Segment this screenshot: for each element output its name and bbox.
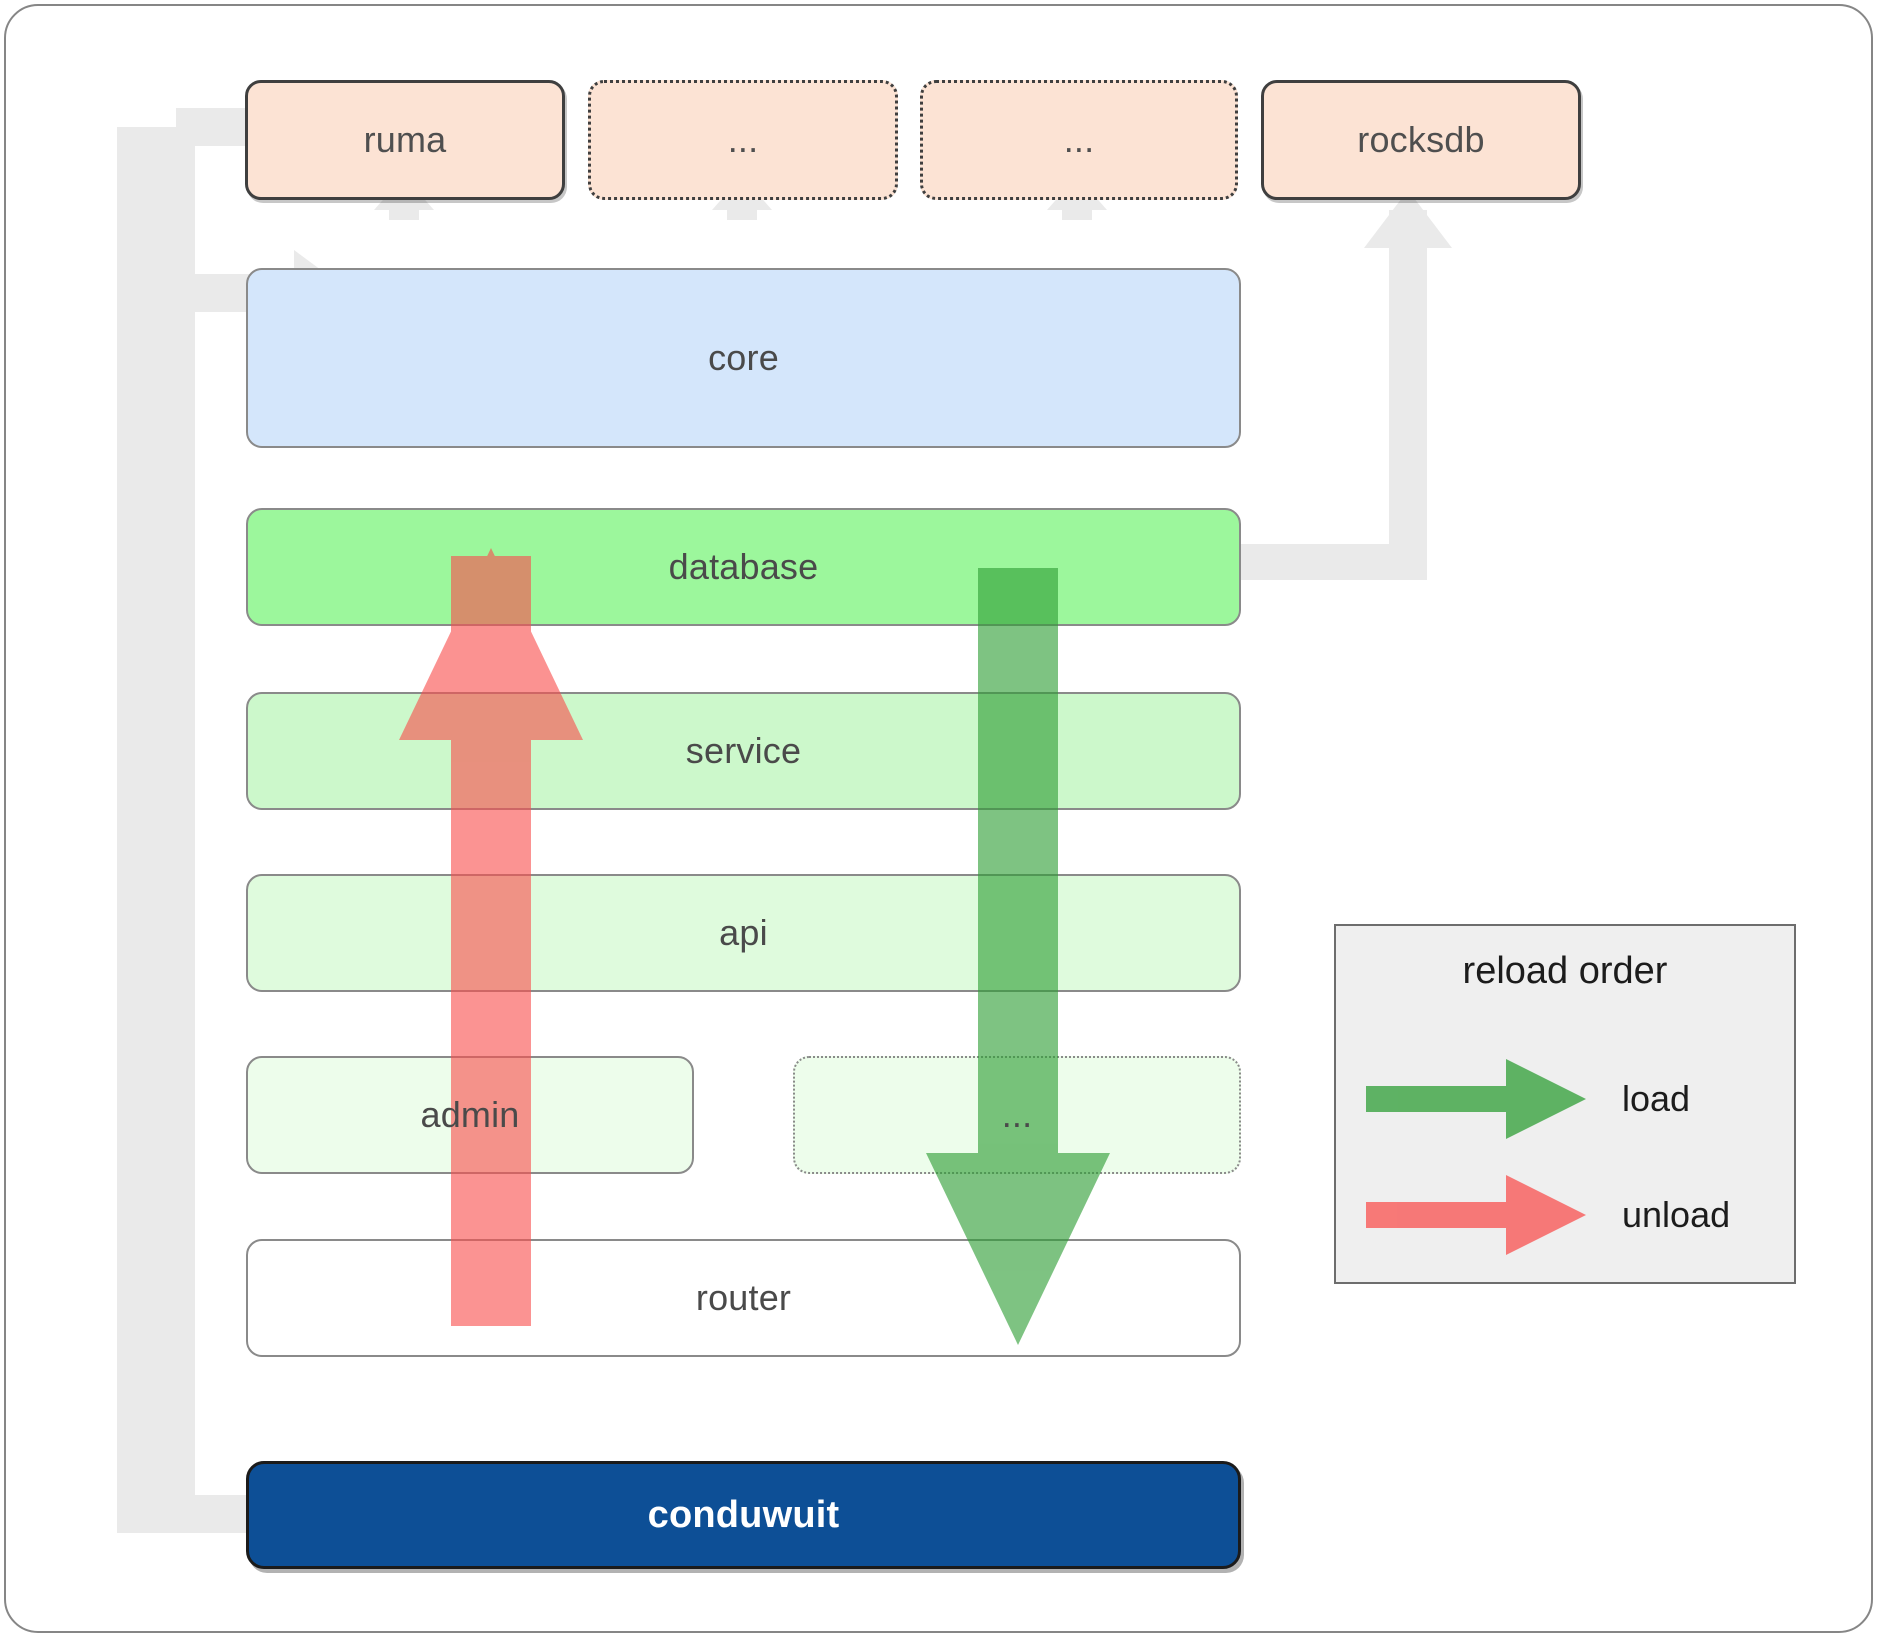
node-router-label: router	[695, 1277, 792, 1318]
node-database[interactable]: database	[246, 508, 1241, 626]
node-core[interactable]: core	[246, 268, 1241, 448]
node-dep-a[interactable]: ...	[588, 80, 898, 200]
node-admin[interactable]: admin	[246, 1056, 694, 1174]
legend-label-load: load	[1622, 1078, 1691, 1119]
node-core-label: core	[708, 337, 779, 378]
legend-label-unload: unload	[1622, 1194, 1731, 1235]
node-conduwuit-label: conduwuit	[647, 1493, 840, 1536]
load-arrow-icon	[1366, 1059, 1586, 1139]
node-service-label: service	[685, 730, 802, 771]
node-ruma[interactable]: ruma	[245, 80, 565, 200]
legend-title: reload order	[1462, 950, 1668, 992]
node-conduwuit[interactable]: conduwuit	[246, 1461, 1241, 1569]
node-service[interactable]: service	[246, 692, 1241, 810]
node-database-label: database	[668, 546, 819, 587]
legend-panel: reload order load unload	[1334, 924, 1796, 1284]
legend-row-unload: unload	[1336, 1170, 1794, 1260]
node-api-label: api	[719, 912, 768, 953]
node-api[interactable]: api	[246, 874, 1241, 992]
diagram-frame	[4, 4, 1873, 1633]
node-extra-label: ...	[1001, 1094, 1033, 1135]
node-router[interactable]: router	[246, 1239, 1241, 1357]
node-rocksdb-label: rocksdb	[1357, 119, 1485, 160]
node-dep-a-label: ...	[727, 119, 759, 160]
node-dep-b-label: ...	[1063, 119, 1095, 160]
node-rocksdb[interactable]: rocksdb	[1261, 80, 1581, 200]
node-admin-label: admin	[420, 1094, 520, 1135]
unload-arrow-icon	[1366, 1175, 1586, 1255]
legend-row-load: load	[1336, 1054, 1794, 1144]
node-extra[interactable]: ...	[793, 1056, 1241, 1174]
node-ruma-label: ruma	[363, 119, 447, 160]
node-dep-b[interactable]: ...	[920, 80, 1238, 200]
